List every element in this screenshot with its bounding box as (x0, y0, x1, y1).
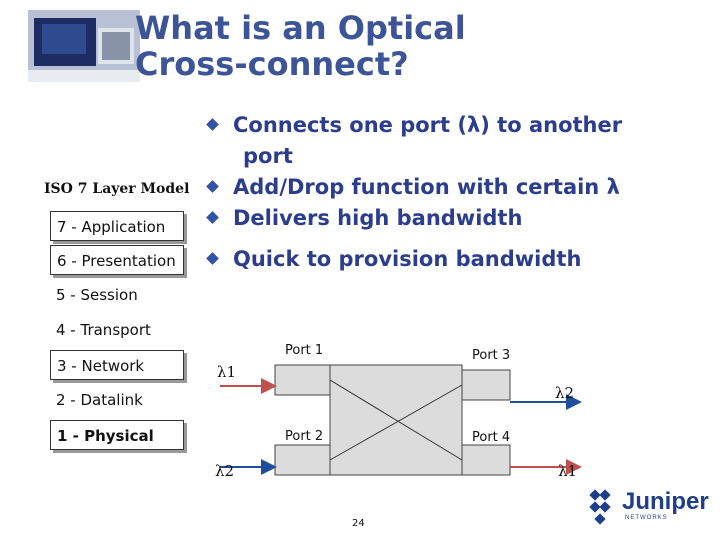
juniper-logo-text: Juniper (622, 488, 709, 516)
iso-layer: 7 - Application (50, 211, 184, 241)
iso-layer: 1 - Physical (50, 420, 184, 450)
cross-connect-diagram (200, 330, 600, 480)
port-2-label: Port 2 (285, 429, 323, 444)
bullet-continuation: port (243, 141, 293, 172)
lambda-2-out-label: λ2 (555, 384, 574, 402)
lambda-2-in-label: λ2 (215, 462, 234, 480)
iso-layer: 4 - Transport (50, 315, 151, 345)
lambda-1-out-label: λ1 (558, 462, 577, 480)
port-1-label: Port 1 (285, 343, 323, 358)
diamond-bullet-icon (206, 118, 219, 131)
iso-layer: 3 - Network (50, 350, 184, 380)
diamond-bullet-icon (206, 180, 219, 193)
port-4-stub (462, 445, 510, 475)
bullet-item: Quick to provision bandwidth (208, 244, 581, 275)
iso-layer: 2 - Datalink (50, 385, 143, 415)
bullet-item: Delivers high bandwidth (208, 203, 522, 234)
port-3-stub (462, 370, 510, 400)
iso-layer: 5 - Session (50, 280, 138, 310)
port-3-label: Port 3 (472, 348, 510, 363)
port-1-stub (275, 365, 330, 395)
port-2-stub (275, 445, 330, 475)
bullet-item: Add/Drop function with certain λ (208, 172, 620, 203)
iso-layer: 6 - Presentation (50, 245, 184, 275)
page-number: 24 (352, 518, 365, 529)
iso-model-title: ISO 7 Layer Model (44, 181, 189, 197)
lambda-1-in-label: λ1 (217, 363, 236, 381)
bullet-item: Connects one port (λ) to another (208, 110, 622, 141)
diamond-bullet-icon (206, 252, 219, 265)
chip-picture (28, 10, 140, 82)
diamond-bullet-icon (206, 211, 219, 224)
page-title: What is an Optical Cross-connect? (135, 10, 555, 82)
juniper-logo-subtext: NETWORKS (625, 515, 668, 521)
port-4-label: Port 4 (472, 430, 510, 445)
